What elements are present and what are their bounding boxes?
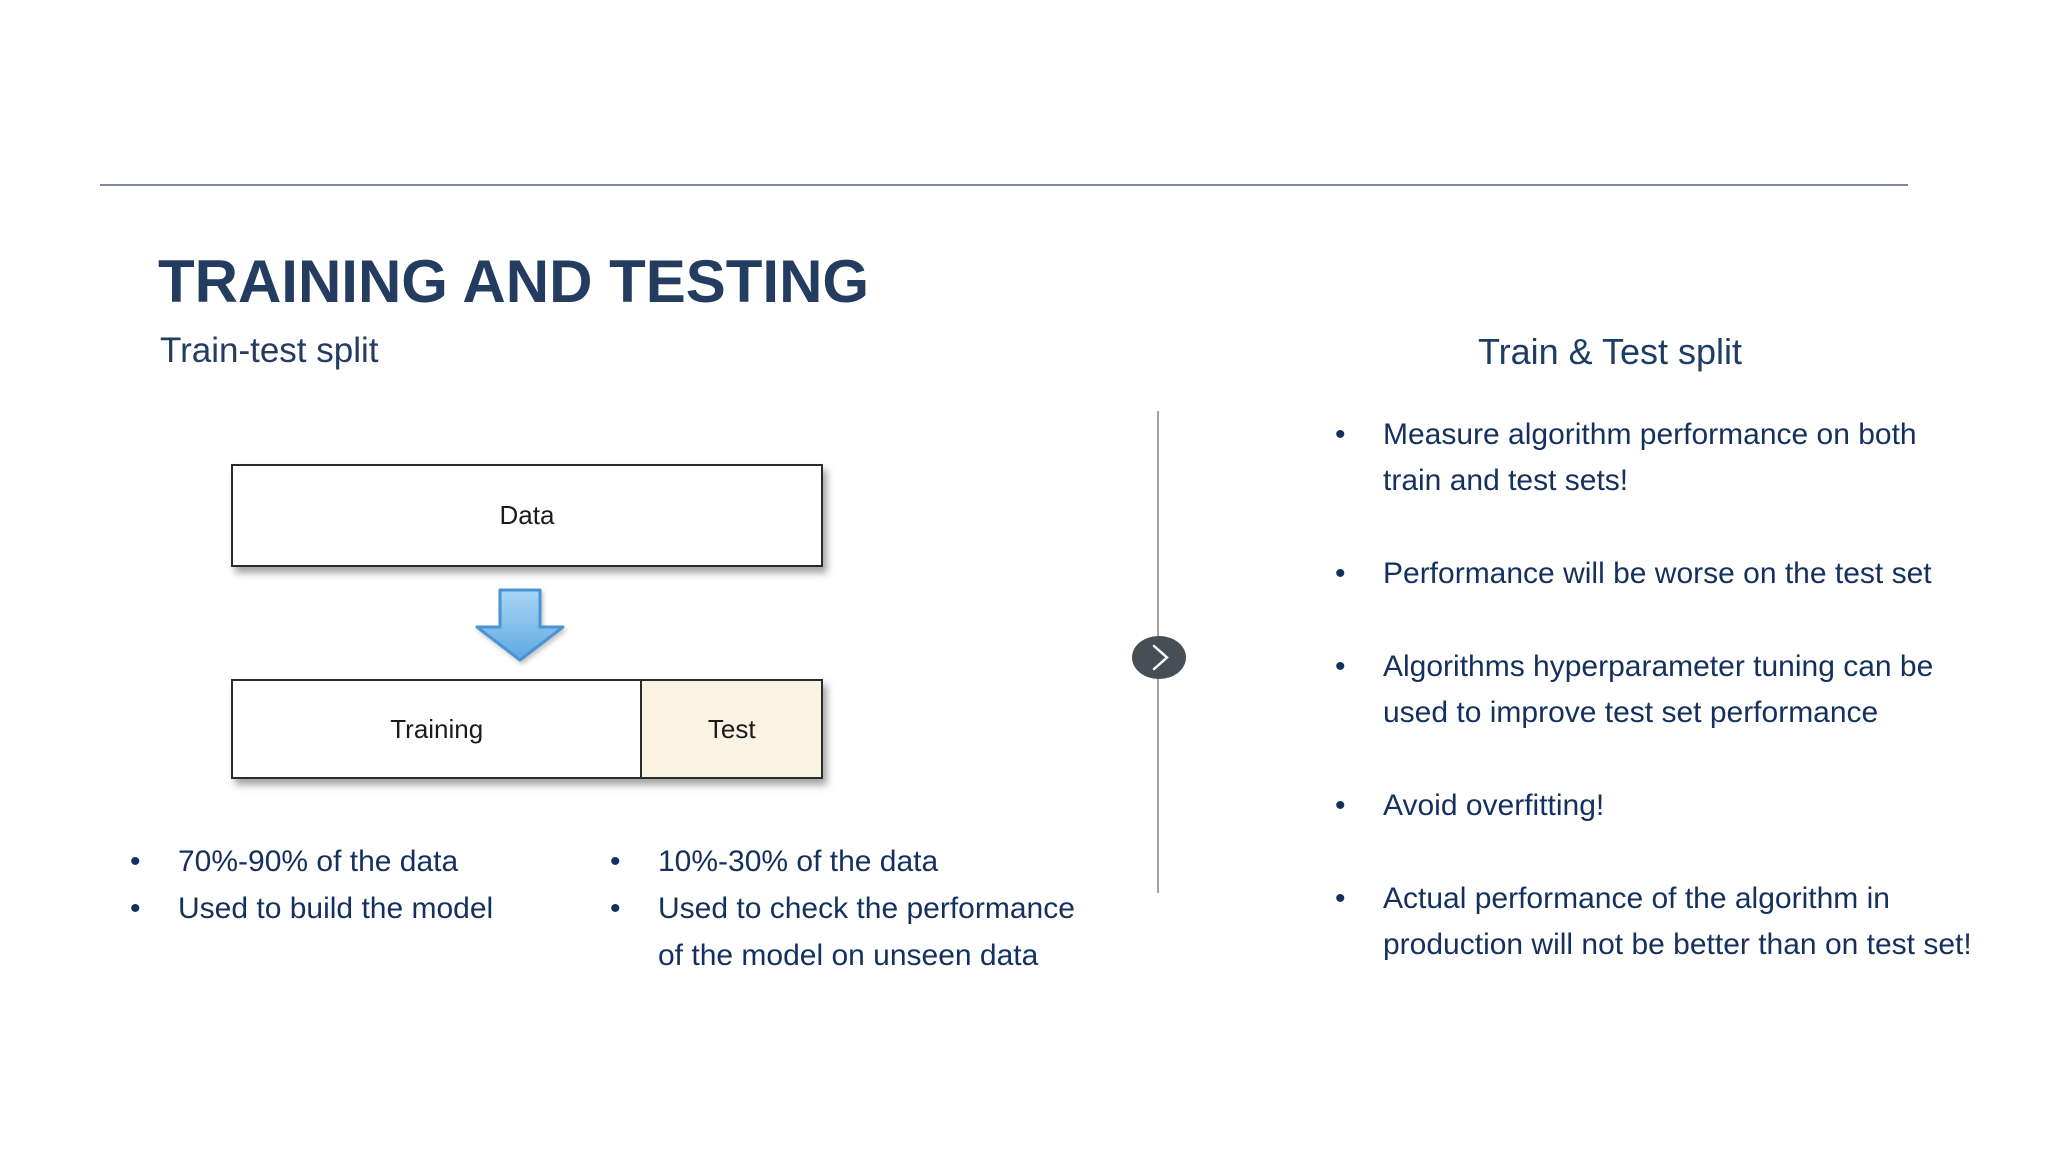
bullet-icon: • bbox=[1335, 882, 1346, 915]
top-divider bbox=[100, 184, 1908, 186]
chevron-right-icon bbox=[1152, 644, 1169, 671]
list-item: • 70%-90% of the data bbox=[130, 838, 540, 885]
panel-title: Train & Test split bbox=[1477, 331, 1743, 372]
test-box-label: Test bbox=[707, 713, 756, 744]
bullet-icon: • bbox=[1335, 789, 1346, 822]
list-item: • Used to build the model bbox=[130, 885, 540, 932]
training-bullet-text: Used to build the model bbox=[178, 892, 494, 925]
bullet-icon: • bbox=[130, 892, 141, 925]
training-bullet-text: 70%-90% of the data bbox=[178, 845, 459, 878]
page-title: TRAINING AND TESTING bbox=[158, 248, 870, 315]
test-bullet-text: 10%-30% of the data bbox=[658, 845, 939, 878]
list-item: • Algorithms hyperparameter tuning can b… bbox=[1335, 644, 1980, 736]
panel-bullet-text: Avoid overfitting! bbox=[1383, 789, 1605, 822]
training-box: Training bbox=[233, 681, 641, 777]
bullet-icon: • bbox=[1335, 650, 1346, 683]
list-item: • Used to check the performance of the m… bbox=[610, 885, 1093, 979]
list-item: • Performance will be worse on the test … bbox=[1335, 551, 1980, 597]
next-slide-button[interactable] bbox=[1132, 636, 1186, 679]
panel-bullet-text: Measure algorithm performance on both tr… bbox=[1383, 418, 1917, 497]
bullet-icon: • bbox=[610, 845, 621, 878]
test-bullet-text: Used to check the performance of the mod… bbox=[658, 892, 1075, 972]
down-arrow-icon bbox=[475, 588, 565, 662]
page-subtitle: Train-test split bbox=[160, 331, 379, 370]
right-bullet-list: • Measure algorithm performance on both … bbox=[1335, 412, 1980, 1015]
list-item: • Avoid overfitting! bbox=[1335, 783, 1980, 829]
test-bullet-list: • 10%-30% of the data • Used to check th… bbox=[610, 838, 1093, 979]
list-item: • 10%-30% of the data bbox=[610, 838, 1093, 885]
bullet-icon: • bbox=[1335, 418, 1346, 451]
test-box: Test bbox=[640, 681, 821, 777]
panel-bullet-text: Performance will be worse on the test se… bbox=[1383, 557, 1932, 590]
training-box-label: Training bbox=[390, 713, 484, 744]
list-item: • Actual performance of the algorithm in… bbox=[1335, 876, 1980, 968]
data-box: Data bbox=[231, 464, 823, 567]
panel-bullet-text: Algorithms hyperparameter tuning can be … bbox=[1383, 650, 1934, 729]
train-test-box: Training Test bbox=[231, 679, 823, 779]
data-box-label: Data bbox=[499, 500, 555, 530]
bullet-icon: • bbox=[130, 845, 141, 878]
bullet-icon: • bbox=[1335, 557, 1346, 590]
bullet-icon: • bbox=[610, 892, 621, 925]
panel-bullet-text: Actual performance of the algorithm in p… bbox=[1383, 882, 1972, 961]
list-item: • Measure algorithm performance on both … bbox=[1335, 412, 1980, 504]
training-bullet-list: • 70%-90% of the data • Used to build th… bbox=[130, 838, 540, 932]
